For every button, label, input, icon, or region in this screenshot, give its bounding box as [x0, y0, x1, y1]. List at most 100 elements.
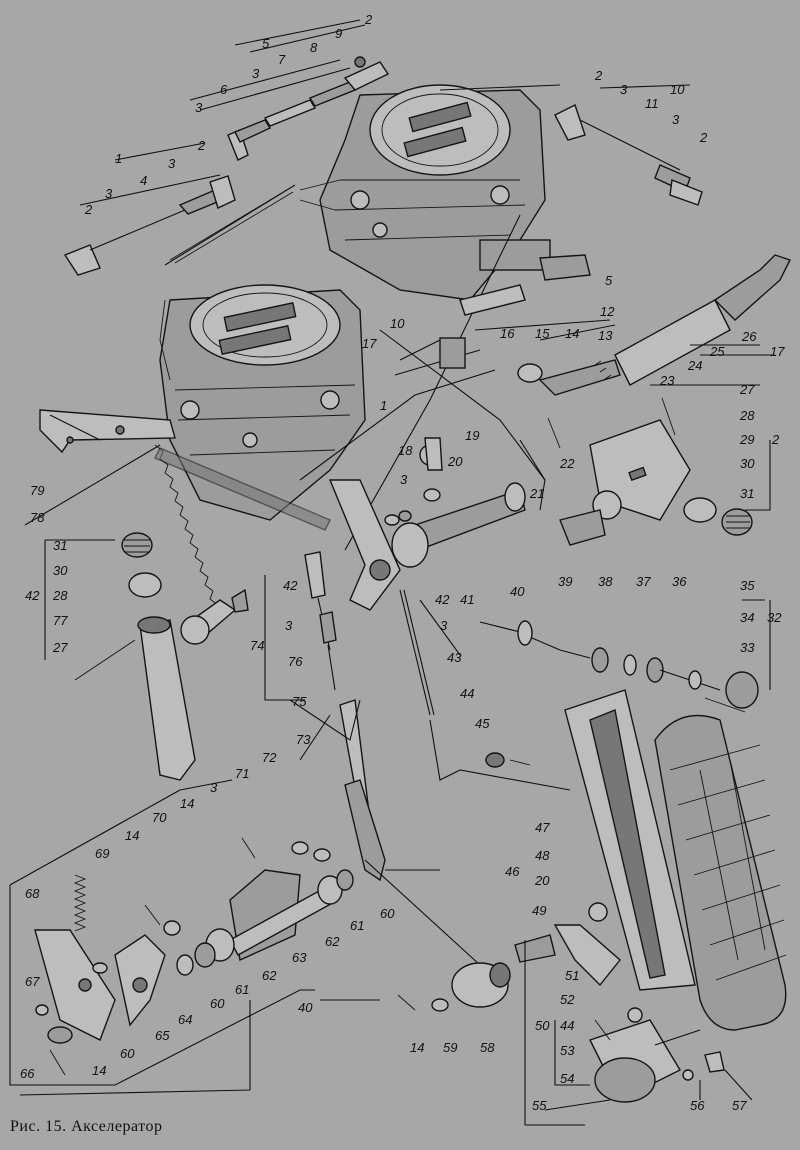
pedal-extension [538, 254, 791, 396]
label-62: 62 [325, 934, 340, 949]
label-12: 12 [600, 304, 615, 319]
label-14: 14 [125, 828, 139, 843]
label-36: 36 [672, 574, 687, 589]
label-22: 22 [559, 456, 575, 471]
label-16: 16 [500, 326, 515, 341]
label-14: 14 [92, 1063, 106, 1078]
label-66: 66 [20, 1066, 35, 1081]
label-21: 21 [529, 486, 544, 501]
label-26: 26 [741, 329, 757, 344]
shaft-assembly-40 [34, 837, 354, 1076]
label-10: 10 [390, 316, 405, 331]
label-41: 41 [460, 592, 474, 607]
rod-assembly-10 [554, 104, 703, 206]
label-55: 55 [532, 1098, 547, 1113]
label-34: 34 [740, 610, 754, 625]
label-38: 38 [598, 574, 613, 589]
label-5: 5 [262, 36, 270, 51]
label-68: 68 [25, 886, 40, 901]
label-23: 23 [659, 373, 675, 388]
label-17: 17 [770, 344, 785, 359]
label-72: 72 [262, 750, 277, 765]
label-19: 19 [465, 428, 479, 443]
label-3: 3 [105, 186, 113, 201]
accelerator-pedal [514, 689, 787, 1103]
label-3: 3 [285, 618, 293, 633]
label-40: 40 [298, 1000, 313, 1015]
label-11: 11 [645, 96, 659, 111]
carburetor-lower [159, 284, 366, 521]
label-7: 7 [278, 52, 286, 67]
label-20: 20 [534, 873, 550, 888]
label-27: 27 [739, 382, 755, 397]
label-14: 14 [410, 1040, 424, 1055]
label-3: 3 [195, 100, 203, 115]
label-3: 3 [620, 82, 628, 97]
label-18: 18 [398, 443, 413, 458]
label-75: 75 [292, 694, 307, 709]
label-31: 31 [53, 538, 67, 553]
label-62: 62 [262, 968, 277, 983]
label-3: 3 [168, 156, 176, 171]
label-42: 42 [25, 588, 40, 603]
label-70: 70 [152, 810, 167, 825]
rod-assembly-5 [227, 56, 390, 161]
kickdown-switch [479, 620, 759, 713]
label-65: 65 [155, 1028, 170, 1043]
label-67: 67 [25, 974, 40, 989]
label-54: 54 [560, 1071, 574, 1086]
label-2: 2 [594, 68, 603, 83]
label-2: 2 [699, 130, 708, 145]
label-69: 69 [95, 846, 109, 861]
leader-lines [19, 19, 775, 1126]
label-79: 79 [30, 483, 44, 498]
label-44: 44 [560, 1018, 574, 1033]
return-spring [154, 444, 331, 606]
label-33: 33 [740, 640, 755, 655]
label-71: 71 [235, 766, 249, 781]
label-30: 30 [740, 456, 755, 471]
label-74: 74 [250, 638, 264, 653]
label-77: 77 [53, 613, 68, 628]
label-4: 4 [140, 173, 147, 188]
knob-assembly-left [74, 532, 249, 781]
label-9: 9 [335, 26, 342, 41]
label-5: 5 [605, 273, 613, 288]
label-37: 37 [636, 574, 651, 589]
label-3: 3 [210, 780, 218, 795]
figure-caption: Рис. 15. Акселератор [10, 1118, 163, 1135]
label-50: 50 [535, 1018, 550, 1033]
label-59: 59 [443, 1040, 457, 1055]
lower-linkage [339, 699, 511, 1012]
label-40: 40 [510, 584, 525, 599]
bracket [39, 409, 176, 454]
label-29: 29 [739, 432, 754, 447]
label-57: 57 [732, 1098, 747, 1113]
label-3: 3 [252, 66, 260, 81]
label-6: 6 [220, 82, 228, 97]
label-2: 2 [84, 202, 93, 217]
rod-43 [399, 589, 435, 716]
label-10: 10 [670, 82, 685, 97]
label-25: 25 [709, 344, 725, 359]
label-1: 1 [380, 398, 387, 413]
label-32: 32 [767, 610, 782, 625]
label-42: 42 [435, 592, 450, 607]
label-14: 14 [180, 796, 194, 811]
rod-assembly-74 [304, 551, 337, 691]
rod-assembly-1 [63, 175, 236, 276]
part-labels: 2 9 5 8 7 3 6 3 1 3 2 4 3 2 2 3 10 11 3 … [20, 12, 785, 1113]
label-61: 61 [235, 982, 249, 997]
label-73: 73 [296, 732, 311, 747]
label-63: 63 [292, 950, 307, 965]
label-2: 2 [364, 12, 373, 27]
label-60: 60 [380, 906, 395, 921]
label-61: 61 [350, 918, 364, 933]
knob-assembly-right [559, 419, 753, 546]
label-45: 45 [475, 716, 490, 731]
label-60: 60 [210, 996, 225, 1011]
label-49: 49 [532, 903, 546, 918]
label-51: 51 [565, 968, 579, 983]
label-2: 2 [197, 138, 206, 153]
